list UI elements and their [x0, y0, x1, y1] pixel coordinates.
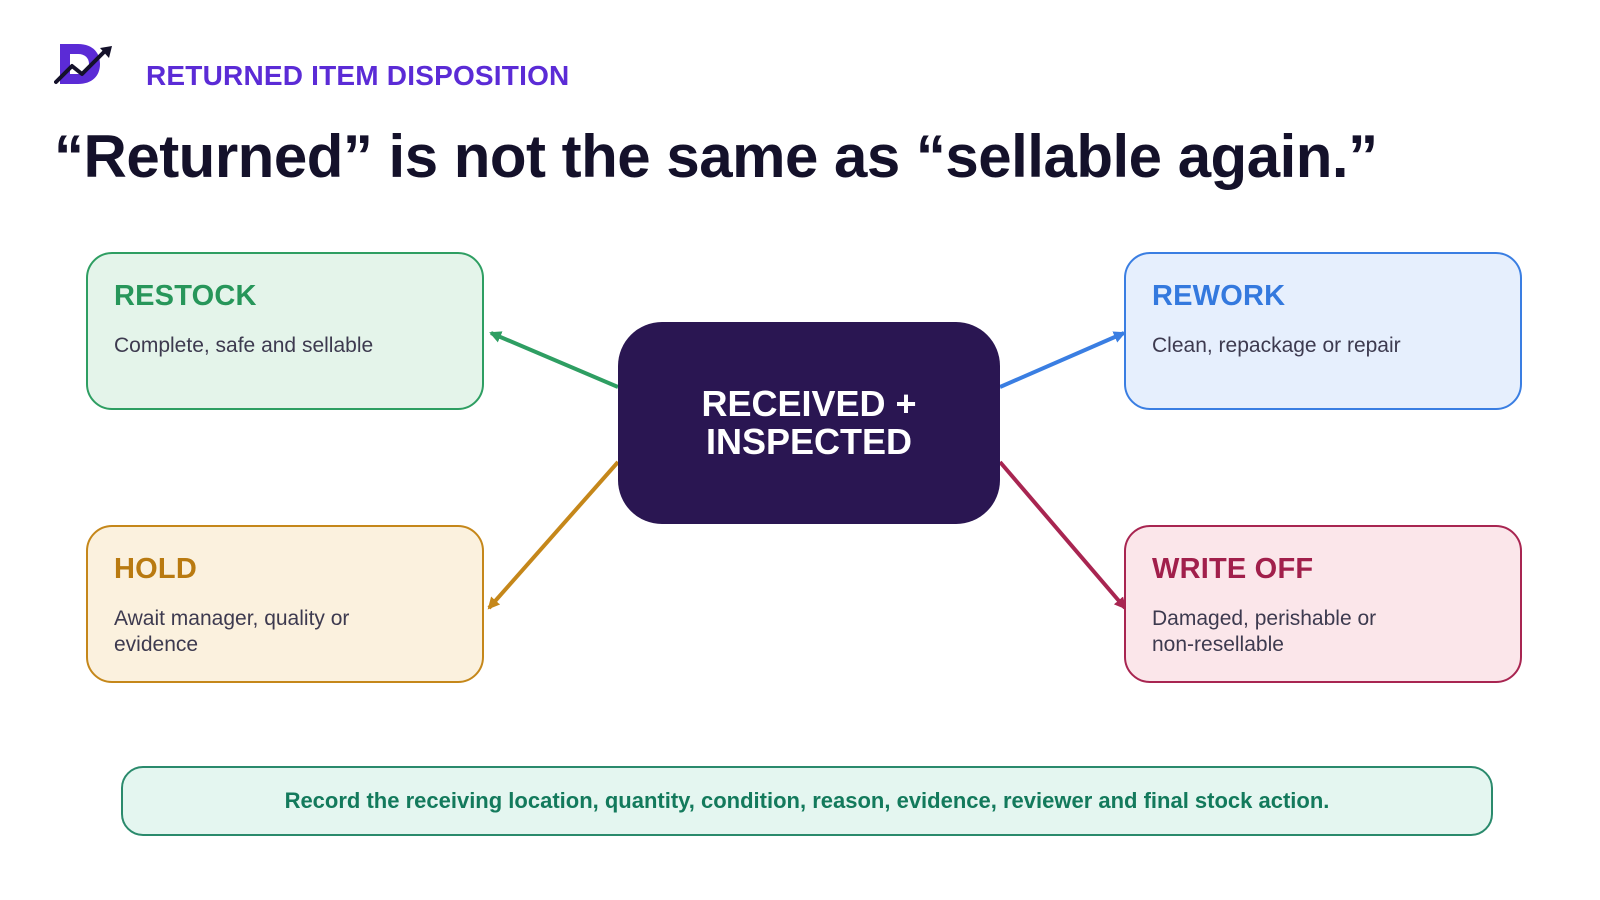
hold-description: Await manager, quality or evidence: [114, 607, 350, 656]
page-title: “Returned” is not the same as “sellable …: [54, 123, 1378, 190]
outcome-card-rework: REWORK Clean, repackage or repair: [1124, 252, 1522, 410]
rework-title: REWORK: [1152, 280, 1286, 312]
arrow-to-writeoff: [998, 460, 1127, 610]
writeoff-description: Damaged, perishable or non-resellable: [1152, 607, 1377, 656]
center-node-received-inspected: RECEIVED + INSPECTED: [618, 322, 1000, 524]
writeoff-title: WRITE OFF: [1152, 553, 1314, 585]
brand-logo-icon: [54, 44, 112, 84]
arrow-to-rework: [999, 331, 1126, 389]
arrow-to-hold: [487, 460, 620, 610]
arrow-to-restock: [489, 331, 619, 389]
center-node-label: RECEIVED + INSPECTED: [701, 383, 917, 462]
footer-note-banner: Record the receiving location, quantity,…: [121, 766, 1493, 836]
section-eyebrow: RETURNED ITEM DISPOSITION: [146, 60, 570, 91]
outcome-card-hold: HOLD Await manager, quality or evidence: [86, 525, 484, 683]
hold-title: HOLD: [114, 553, 197, 585]
rework-description: Clean, repackage or repair: [1152, 334, 1401, 357]
footer-note: Record the receiving location, quantity,…: [284, 788, 1330, 813]
outcome-card-restock: RESTOCK Complete, safe and sellable: [86, 252, 484, 410]
restock-title: RESTOCK: [114, 280, 257, 312]
restock-description: Complete, safe and sellable: [114, 334, 374, 357]
outcome-card-writeoff: WRITE OFF Damaged, perishable or non-res…: [1124, 525, 1522, 683]
